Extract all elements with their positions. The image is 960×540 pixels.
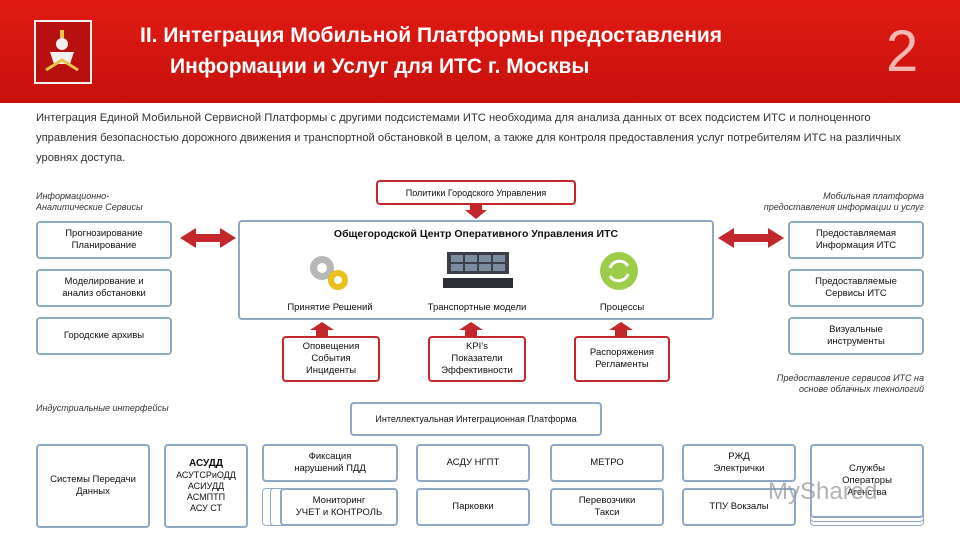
right-box-information: Предоставляемая Информация ИТС: [788, 221, 924, 259]
integration-platform-box: Интеллектуальная Интеграционная Платформ…: [350, 402, 602, 436]
box-asdu-ngpt: АСДУ НГПТ: [416, 444, 530, 482]
left-box-forecasting: Прогнозирование Планирование: [36, 221, 172, 259]
box-asudd: АСУДД АСУТСРиОДД АСИУДД АСМПТП АСУ СТ: [164, 444, 248, 528]
policy-box: Политики Городского Управления: [376, 180, 576, 205]
left-double-arrow: [180, 228, 236, 248]
watermark: MyShared: [768, 478, 878, 505]
left-group-label: Информационно- Аналитические Сервисы: [36, 191, 143, 212]
intro-text: Интеграция Единой Мобильной Сервисной Пл…: [36, 112, 901, 164]
box-monitoring: Мониторинг УЧЕТ и КОНТРОЛЬ: [280, 488, 398, 526]
asudd-list: АСУТСРиОДД АСИУДД АСМПТП АСУ СТ: [176, 470, 236, 513]
control-room-icon: [443, 252, 513, 288]
right-box-services: Предоставляемые Сервисы ИТС: [788, 269, 924, 307]
gears-icon: [310, 256, 348, 290]
up-arrow-1: [310, 322, 334, 336]
title-line-1: II. Интеграция Мобильной Платформы предо…: [140, 24, 723, 47]
right-group-label: Мобильная платформа предоставления инфор…: [763, 191, 924, 212]
center-title: Общегородской Центр Оперативного Управле…: [333, 228, 619, 240]
asudd-title: АСУДД: [188, 458, 224, 469]
box-services-operators: Службы Операторы Агенства: [810, 444, 924, 518]
cloud-label: Предоставление сервисов ИТС на основе об…: [776, 373, 924, 394]
up-arrow-2: [459, 322, 483, 336]
red-box-kpi: KPI’s Показатели Эффективности: [428, 336, 526, 382]
box-violations: Фиксация нарушений ПДД: [262, 444, 398, 482]
left-box-modeling: Моделирование и анализ обстановки: [36, 269, 172, 307]
industrial-label: Индустриальные интерфейсы: [36, 403, 169, 413]
box-metro: МЕТРО: [550, 444, 664, 482]
up-arrow-3: [609, 322, 633, 336]
policy-down-arrow: [465, 205, 487, 219]
cap-processes: Процессы: [599, 302, 645, 313]
box-data-transmission: Системы Передачи Данных: [36, 444, 150, 528]
cap-models: Транспортные модели: [427, 302, 527, 313]
refresh-process-icon: [600, 252, 638, 290]
title-line-2: Информации и Услуг для ИТС г. Москвы: [170, 55, 590, 78]
page-title: II. Интеграция Мобильной Платформы предо…: [140, 20, 722, 82]
moscow-coat-of-arms-icon: [34, 20, 92, 84]
header-banner: II. Интеграция Мобильной Платформы предо…: [0, 0, 960, 103]
right-box-visual-tools: Визуальные инструменты: [788, 317, 924, 355]
left-box-archives: Городские архивы: [36, 317, 172, 355]
red-box-alerts: Оповещения События Инциденты: [282, 336, 380, 382]
cap-decisions: Принятие Решений: [287, 302, 373, 313]
box-taxi: Перевозчики Такси: [550, 488, 664, 526]
red-box-orders: Распоряжения Регламенты: [574, 336, 670, 382]
box-tpu: ТПУ Вокзалы: [682, 488, 796, 526]
right-double-arrow: [718, 228, 784, 248]
box-parking: Парковки: [416, 488, 530, 526]
box-rzd: РЖД Электрички: [682, 444, 796, 482]
slide-number: 2: [886, 19, 919, 84]
